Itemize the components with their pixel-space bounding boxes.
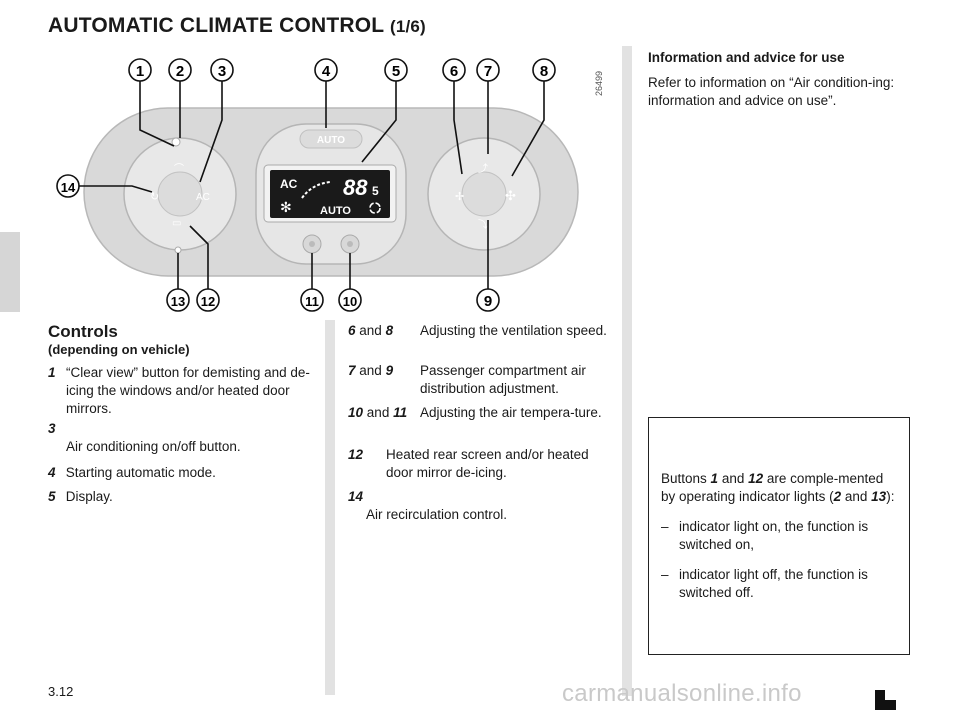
callout-10: 10: [343, 294, 357, 309]
control-item: 6 and 8 Adjusting the ventilation speed.: [348, 323, 607, 338]
temp-button-11-dot: [309, 241, 315, 247]
corner-mark: [884, 700, 896, 710]
column-divider: [325, 320, 335, 695]
temp-button-10-dot: [347, 241, 353, 247]
fan-high-icon: ✣: [505, 189, 516, 204]
note-bullet: –indicator light on, the function is swi…: [661, 519, 869, 552]
auto-button: [299, 129, 363, 149]
control-item: 14 Air recirculation control.: [348, 489, 508, 522]
callout-6: 6: [450, 63, 458, 80]
column-divider: [622, 46, 632, 696]
indicator-light-2: [171, 137, 181, 147]
control-item: 10 and 11 Adjusting the air tempera-ture…: [348, 405, 602, 420]
info-title: Information and advice for use: [648, 50, 845, 65]
control-item: 5 Display.: [48, 489, 113, 504]
watermark: carmanualsonline.info: [562, 680, 802, 707]
title-main: AUTOMATIC CLIMATE CONTROL: [48, 14, 384, 37]
display-screen: [270, 170, 390, 218]
callout-14: 14: [61, 180, 76, 195]
right-knob-center: [461, 171, 507, 217]
note-box: Buttons 1 and 12 are comple-mented by op…: [648, 417, 910, 655]
callout-2: 2: [176, 63, 184, 80]
callout-8: 8: [540, 63, 548, 80]
callout-4: 4: [322, 63, 331, 80]
note-content: Buttons 1 and 12 are comple-mented by op…: [661, 470, 901, 602]
feet-icon: ⤵: [478, 219, 488, 231]
title-part: (1/6): [389, 17, 426, 36]
page-title: AUTOMATIC CLIMATE CONTROL (1/6): [48, 14, 426, 38]
callout-5: 5: [392, 63, 400, 80]
callout-13: 13: [171, 294, 185, 309]
rear-demist-icon: ▭: [172, 218, 181, 229]
page-number: 3.12: [48, 684, 74, 699]
fan-low-icon: ✢: [455, 190, 464, 203]
climate-control-figure: AC ⌒ ↻ ▭ AUTO AC 88 5 AUTO ✻ ⤴ ✢ ✣ ⤵: [56, 58, 579, 312]
auto-button-label: AUTO: [317, 135, 345, 146]
indicator-light-13: [174, 246, 182, 254]
control-item: 3 Air conditioning on/off button.: [48, 421, 241, 454]
display-mode: AUTO: [320, 205, 351, 217]
display-temp-decimal: 5: [372, 184, 379, 198]
left-knob-center: [157, 171, 203, 217]
control-item: 7 and 9 Passenger compartment air distri…: [348, 363, 586, 396]
control-item: 12 Heated rear screen and/or heated door…: [348, 447, 589, 480]
controls-subheading: (depending on vehicle): [48, 342, 190, 357]
recirculation-icon: ↻: [150, 190, 159, 203]
info-text: Refer to information on “Air condition-i…: [648, 75, 895, 108]
figure-code: 26499: [594, 70, 604, 96]
callout-11: 11: [305, 294, 319, 309]
chapter-tab: [0, 232, 20, 312]
note-bullet: –indicator light off, the function is sw…: [661, 567, 868, 600]
callout-3: 3: [218, 63, 226, 80]
distribution-icon: ⤴: [478, 162, 488, 175]
callout-7: 7: [484, 63, 492, 80]
ac-button-label: AC: [196, 192, 210, 203]
note-intro: Buttons 1 and 12 are comple-mented by op…: [661, 471, 895, 504]
control-item: 4 Starting automatic mode.: [48, 465, 216, 480]
display-temp: 88: [343, 175, 368, 200]
callout-1: 1: [136, 63, 144, 80]
leader-lines: [78, 80, 545, 290]
callouts: 1 2 3 4 5 6 7 8 9 10 11 12 13 14: [56, 58, 556, 312]
display-ac: AC: [280, 177, 298, 191]
control-item: 1 “Clear view” button for demisting and …: [48, 365, 310, 416]
display-recirculation-icon: [369, 202, 381, 214]
callout-9: 9: [484, 293, 492, 310]
corner-mark: [875, 690, 885, 710]
controls-heading: Controls: [48, 322, 118, 341]
front-demist-icon: ⌒: [174, 163, 184, 175]
callout-12: 12: [201, 294, 215, 309]
display-airflow-icon: [301, 181, 331, 199]
display-fan-icon: ✻: [280, 200, 292, 216]
